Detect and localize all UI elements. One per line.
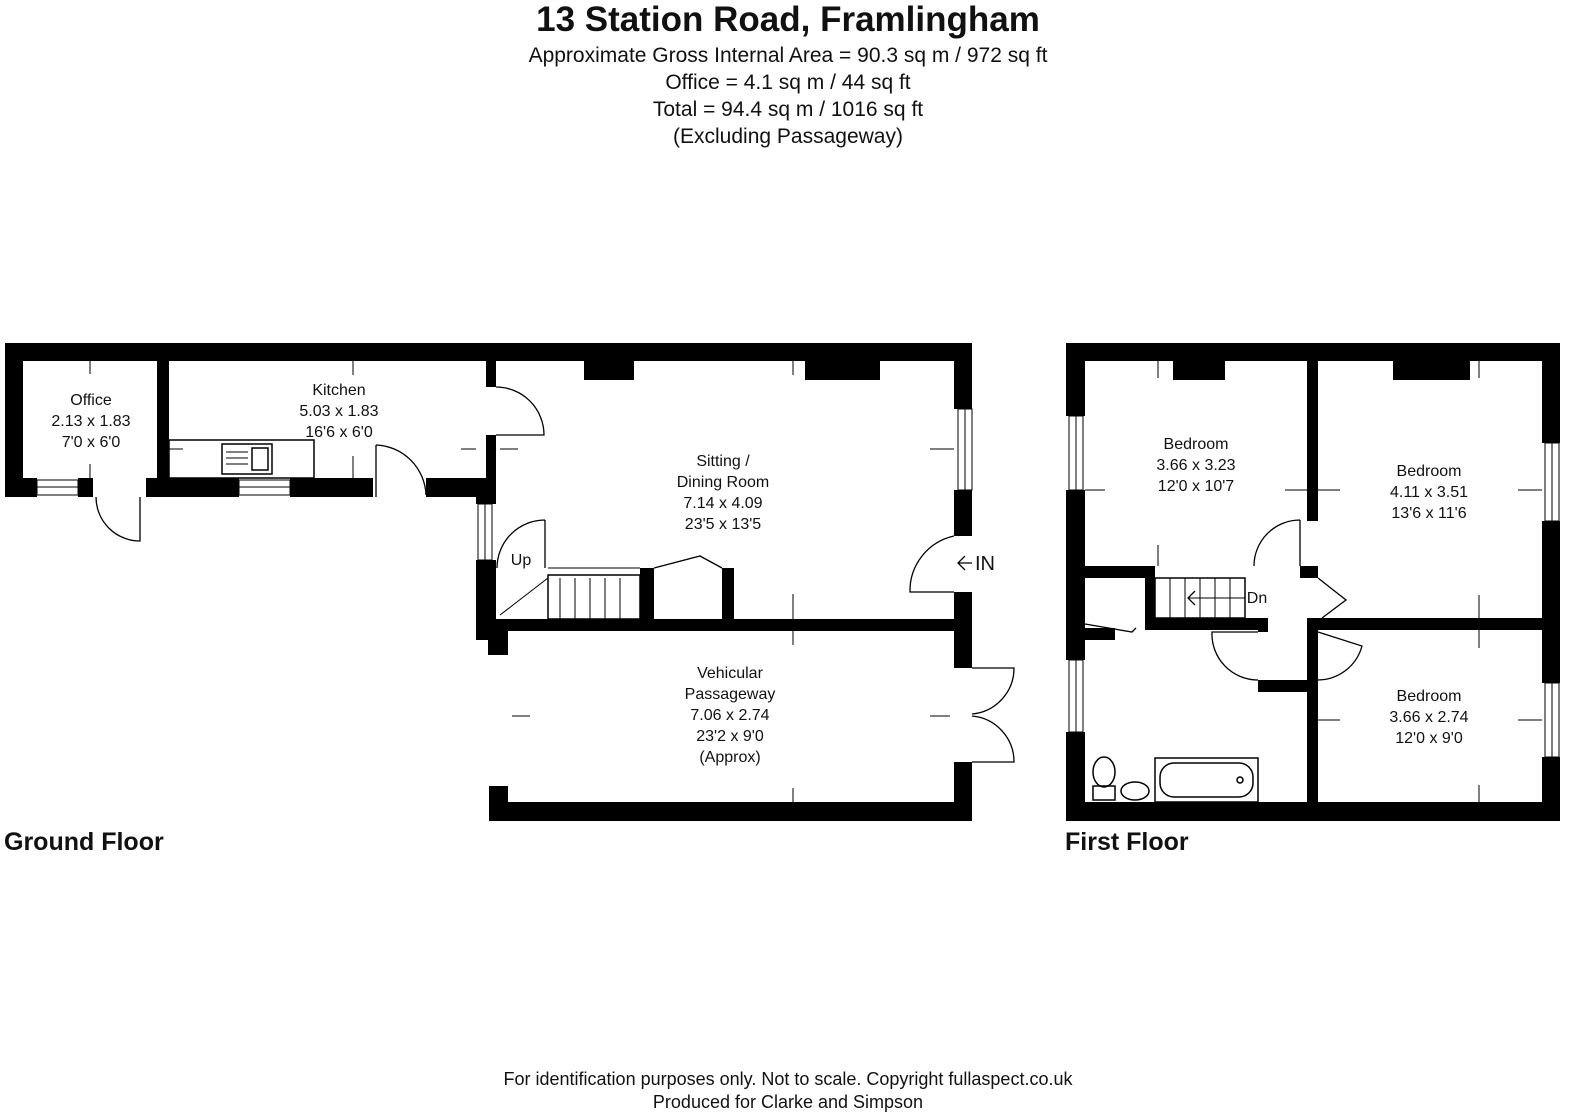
bedroom-2-label: Bedroom 4.11 x 3.51 13'6 x 11'6 xyxy=(1390,463,1468,522)
kitchen-label: Kitchen 5.03 x 1.83 16'6 x 6'0 xyxy=(299,382,378,441)
bedroom-1-label: Bedroom 3.66 x 3.23 12'0 x 10'7 xyxy=(1156,436,1235,495)
produced-for-text: Produced for Clarke and Simpson xyxy=(652,1092,924,1112)
svg-text:23'5 x 13'5: 23'5 x 13'5 xyxy=(685,516,761,533)
sitting-dining-label: Sitting / Dining Room 7.14 x 4.09 23'5 x… xyxy=(677,453,769,533)
first-floor-label: First Floor xyxy=(1065,828,1189,856)
stairs-down-label: Dn xyxy=(1247,590,1267,607)
svg-text:5.03 x 1.83: 5.03 x 1.83 xyxy=(299,403,378,420)
ground-floor-plan xyxy=(5,343,1015,821)
office-area-text: Office = 4.1 sq m / 44 sq ft xyxy=(665,71,911,94)
svg-text:7'0 x 6'0: 7'0 x 6'0 xyxy=(62,434,121,451)
svg-text:7.06 x 2.74: 7.06 x 2.74 xyxy=(690,707,769,724)
ground-floor-label: Ground Floor xyxy=(4,828,164,856)
svg-text:12'0 x 9'0: 12'0 x 9'0 xyxy=(1395,730,1463,747)
svg-text:Dining Room: Dining Room xyxy=(677,474,769,491)
svg-text:4.11 x 3.51: 4.11 x 3.51 xyxy=(1390,484,1468,501)
total-area-text: Total = 94.4 sq m / 1016 sq ft xyxy=(652,98,924,121)
svg-text:Bedroom: Bedroom xyxy=(1397,688,1462,705)
svg-text:(Approx): (Approx) xyxy=(699,749,760,766)
svg-text:3.66 x 2.74: 3.66 x 2.74 xyxy=(1389,709,1468,726)
svg-text:Vehicular: Vehicular xyxy=(697,665,763,682)
passageway-label: Vehicular Passageway 7.06 x 2.74 23'2 x … xyxy=(685,665,776,766)
svg-text:Bedroom: Bedroom xyxy=(1164,436,1229,453)
svg-text:Passageway: Passageway xyxy=(685,686,776,703)
entrance-label: IN xyxy=(975,553,995,575)
gross-area-text: Approximate Gross Internal Area = 90.3 s… xyxy=(528,44,1048,67)
office-label: Office 2.13 x 1.83 7'0 x 6'0 xyxy=(51,392,130,451)
svg-text:23'2 x 9'0: 23'2 x 9'0 xyxy=(696,728,764,745)
svg-text:2.13 x 1.83: 2.13 x 1.83 xyxy=(51,413,130,430)
svg-text:7.14 x 4.09: 7.14 x 4.09 xyxy=(683,495,762,512)
svg-text:13'6 x 11'6: 13'6 x 11'6 xyxy=(1391,505,1466,522)
svg-text:Office: Office xyxy=(70,392,112,409)
stairs-up-label: Up xyxy=(511,552,532,569)
bedroom-3-label: Bedroom 3.66 x 2.74 12'0 x 9'0 xyxy=(1389,688,1468,747)
svg-text:3.66 x 3.23: 3.66 x 3.23 xyxy=(1156,457,1235,474)
svg-text:Sitting /: Sitting / xyxy=(696,453,750,470)
svg-text:12'0 x 10'7: 12'0 x 10'7 xyxy=(1158,478,1234,495)
svg-text:Bedroom: Bedroom xyxy=(1397,463,1462,480)
first-floor-plan xyxy=(1066,343,1560,821)
area-note-text: (Excluding Passageway) xyxy=(673,125,903,148)
plan-title: 13 Station Road, Framlingham xyxy=(536,0,1040,39)
disclaimer-text: For identification purposes only. Not to… xyxy=(503,1069,1073,1089)
svg-text:Kitchen: Kitchen xyxy=(312,382,365,399)
svg-text:16'6 x 6'0: 16'6 x 6'0 xyxy=(305,424,373,441)
